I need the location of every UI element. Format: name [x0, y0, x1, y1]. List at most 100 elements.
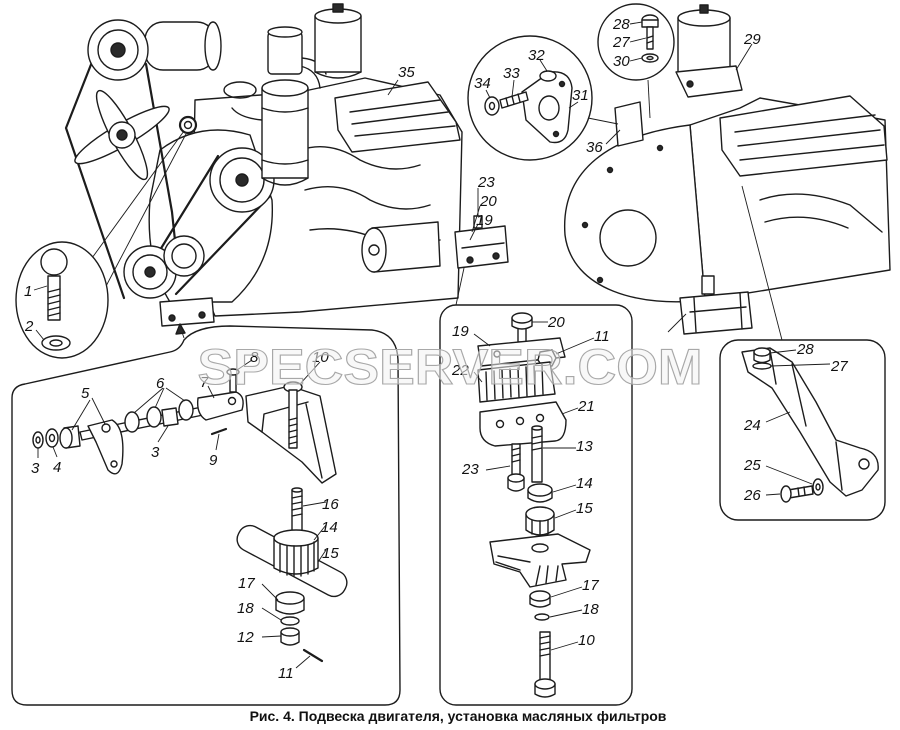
label-30: 30: [613, 53, 630, 70]
side-mount-hatch: [461, 242, 505, 249]
compressor-pulley: [163, 235, 205, 277]
label-3b: 3: [151, 444, 160, 461]
bolt-10-thread: [288, 417, 298, 445]
plate-21: [479, 401, 567, 447]
bracket-7: [196, 391, 244, 421]
nut-34: [484, 96, 500, 116]
leader-5: [91, 397, 106, 425]
leader-18: [549, 609, 583, 618]
label-2: 2: [24, 318, 34, 335]
bracket-inset: 32 33 34 31: [467, 35, 619, 161]
oil-small-filter-top: [267, 26, 303, 38]
fan-hub-center: [116, 129, 128, 141]
bolt-13-thread: [531, 435, 543, 451]
generator-pulley-groove: [97, 29, 139, 71]
label-27: 27: [612, 34, 630, 51]
cushion-15-ridges: [531, 519, 549, 537]
label-8: 8: [250, 349, 259, 366]
crankshaft-hub: [144, 266, 156, 278]
label-6: 6: [156, 375, 165, 392]
front-mount-panel: 5 6 7 8 10 3 4 3 9 16 14 15 17 18 12 11: [11, 325, 401, 706]
nut-4-hole: [48, 433, 56, 443]
label-18: 18: [582, 601, 599, 618]
bracket-5-hole: [101, 423, 111, 433]
label-21: 21: [577, 398, 595, 415]
leader-32: [539, 59, 548, 72]
washer-18b: [534, 613, 550, 621]
exhaust-pipe: [759, 193, 883, 233]
eyebolt-washer: [41, 335, 71, 351]
leader-21: [561, 407, 579, 415]
label-17: 17: [238, 575, 255, 592]
washer-3-hole: [35, 436, 41, 444]
inset-connector: [647, 79, 651, 119]
rear-bracket-panel: 28 27 24 25 26: [719, 339, 886, 521]
leader-3b: [157, 425, 169, 443]
leader-23: [485, 465, 511, 471]
leader-8: [236, 359, 253, 371]
label-20: 20: [547, 314, 565, 331]
leader-17: [261, 583, 279, 601]
rear-oil-filter-body: [677, 17, 731, 77]
plate-21-hole: [535, 413, 545, 423]
leader-33: [511, 79, 515, 98]
centrifuge-filter-body: [314, 15, 362, 73]
label-1: 1: [24, 283, 32, 300]
figure-caption: Рис. 4. Подвеска двигателя, установка ма…: [250, 708, 667, 724]
leader-11: [555, 337, 595, 355]
lifting-eye-hole: [183, 120, 193, 130]
water-pump-hub: [235, 173, 249, 187]
leader-19: [469, 223, 479, 241]
label-20: 20: [479, 193, 497, 210]
front-mount-bracket: [159, 297, 215, 327]
label-22: 22: [451, 362, 469, 379]
plate-21-hole: [495, 419, 505, 429]
lifting-eye: [178, 115, 198, 135]
rear-mount-bracket: [679, 291, 753, 335]
washer-25-hole: [815, 483, 821, 491]
pointer-side-mount: [455, 267, 465, 306]
oil-fine-filter-top: [261, 79, 309, 97]
leader-1: [33, 285, 48, 291]
valve-cover-ribs: [349, 99, 456, 137]
leader-27: [770, 363, 831, 367]
bushing-front-face: [59, 427, 73, 449]
leader-5: [71, 399, 91, 431]
oil-fine-filter-bottom: [261, 177, 309, 186]
centrifuge-filter-bottom: [314, 71, 362, 79]
leader-31: [568, 101, 579, 109]
spacer-3: [161, 407, 179, 427]
label-14: 14: [321, 519, 338, 536]
leader-16: [302, 501, 327, 507]
bolt-10b-head-top: [534, 678, 556, 690]
bell-housing-bolt: [596, 276, 604, 284]
leader-7: [207, 385, 215, 399]
oil-small-filter: [267, 31, 303, 75]
bolt-26-head: [780, 485, 792, 503]
label-14: 14: [576, 475, 593, 492]
cushion-ridges: [279, 541, 315, 577]
bolt-28-head-side: [641, 19, 659, 28]
leader-26: [765, 493, 781, 496]
rear-bracket-36: [614, 101, 644, 147]
label-36: 36: [586, 139, 603, 156]
leader-25: [765, 465, 813, 485]
bolt-10b-thread: [539, 635, 551, 657]
leader-30: [629, 57, 643, 62]
label-5: 5: [81, 385, 90, 402]
washer-18: [280, 616, 300, 626]
rubber-block-22: [477, 361, 556, 403]
leader-6: [154, 387, 165, 409]
pointer-front-mount-arrow: [175, 323, 186, 335]
leader-28: [629, 21, 643, 25]
side-mount-panel: 19 20 11 22 21 13 23 14 15 17 18 10: [439, 304, 633, 706]
nut-34-hole: [488, 101, 496, 111]
bushing-6: [178, 399, 194, 421]
bracket-5-hole: [110, 460, 118, 468]
bolt-23-thread: [511, 447, 521, 463]
filter-bolt-inset: 28 27 30: [597, 3, 675, 119]
nut-4: [45, 428, 59, 448]
label-15: 15: [322, 545, 339, 562]
bushing-6: [146, 406, 162, 428]
label-23: 23: [477, 174, 495, 191]
